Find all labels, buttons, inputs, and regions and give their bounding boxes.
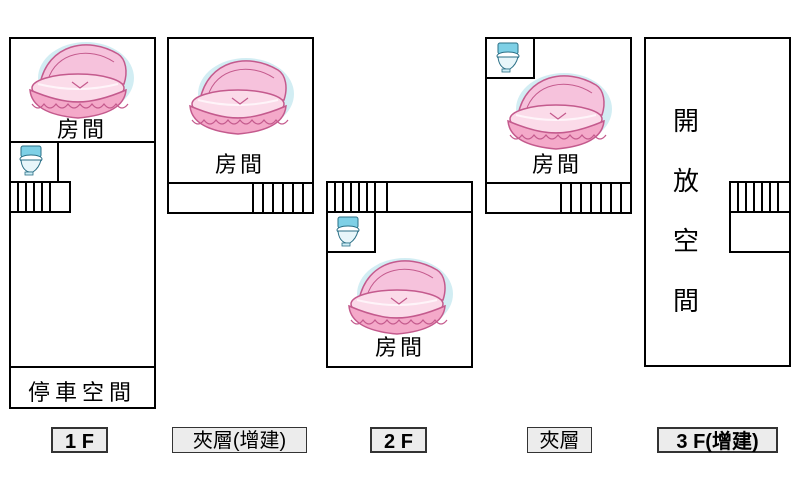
floor-2f: 房間 [326, 181, 473, 368]
floor-mezzanine: 房間 [485, 37, 632, 214]
room-label: 房間 [532, 153, 582, 178]
stairs-icon [252, 182, 314, 214]
floor-1f: 房間 停車空間 [9, 37, 156, 409]
floor-label-3f-extension: 3 F(增建) [657, 427, 778, 453]
stairs-icon [729, 181, 791, 213]
open-space-label: 開放空間 [673, 107, 699, 317]
stairs-icon [326, 181, 388, 213]
floor-mezzanine-extension: 房間 [167, 37, 314, 214]
floor-label-mezzanine-extension: 夾層(增建) [172, 427, 307, 453]
floor-3f-extension: 開放空間 [644, 37, 791, 367]
room-label: 房間 [57, 118, 107, 143]
floor-label-1f: 1 F [51, 427, 108, 453]
room-label: 房間 [215, 153, 265, 178]
room-label: 房間 [375, 336, 425, 361]
parking-label: 停車空間 [28, 381, 136, 406]
stairs-icon [560, 182, 632, 214]
floor-label-mezzanine: 夾層 [527, 427, 592, 453]
stairs-icon [9, 181, 71, 213]
floor-label-2f: 2 F [370, 427, 427, 453]
